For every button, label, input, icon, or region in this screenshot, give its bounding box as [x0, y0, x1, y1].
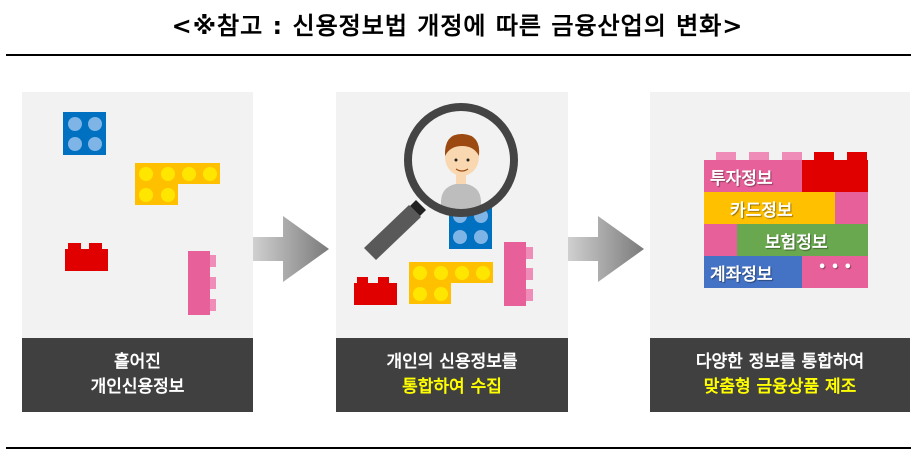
caption-line-2-highlight: 통합하여 수집: [402, 377, 502, 397]
brick-label-insurance: 보험정보: [765, 233, 828, 253]
bottom-divider: [6, 447, 911, 449]
stacked-bricks-icon: [704, 152, 868, 288]
scattered-bricks-icon: [63, 112, 220, 315]
caption-line-2-highlight: 맞춤형 금융상품 제조: [703, 377, 857, 397]
brick-label-account: 계좌정보: [710, 265, 773, 285]
arrow-right-icon: [568, 216, 644, 282]
caption-box: 흩어진 개인신용정보: [22, 338, 253, 412]
arrow-right-icon: [253, 216, 329, 282]
title-divider: [6, 54, 911, 56]
brick-label-investment: 투자정보: [710, 169, 773, 189]
magnifier-person-icon: [354, 103, 533, 306]
panel-scattered-info: 흩어진 개인신용정보: [22, 92, 253, 412]
caption-line-1: 흩어진: [114, 352, 161, 372]
panel-integrated-collection: 개인의 신용정보를 통합하여 수집: [336, 92, 568, 412]
caption-line-1: 개인의 신용정보를: [386, 352, 518, 372]
caption-box: 다양한 정보를 통합하여 맞춤형 금융상품 제조: [650, 338, 910, 412]
caption-box: 개인의 신용정보를 통합하여 수집: [336, 338, 568, 412]
brick-label-more: • • •: [818, 260, 852, 275]
caption-line-1: 다양한 정보를 통합하여: [695, 352, 865, 372]
caption-line-2: 개인신용정보: [90, 377, 185, 397]
brick-label-card: 카드정보: [730, 201, 793, 221]
panel-custom-products: 투자정보 카드정보 보험정보 계좌정보 • • • 다양한 정보를 통합하여 맞…: [650, 92, 910, 412]
page-title: <※참고 : 신용정보법 개정에 따른 금융산업의 변화>: [171, 12, 744, 40]
